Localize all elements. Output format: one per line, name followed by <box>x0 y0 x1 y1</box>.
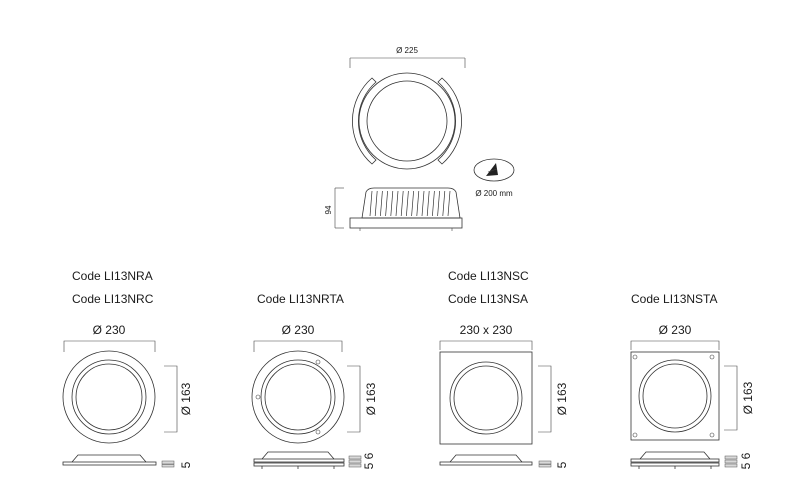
heatsink-fin <box>369 190 373 217</box>
variant-3-code-1: Code LI13NSC <box>448 269 529 283</box>
variant-4-height-label: Ø 163 <box>741 381 755 414</box>
heatsink-fin <box>380 190 383 217</box>
main-product-view: Ø 225 94 Ø 2 <box>324 46 515 231</box>
heatsink-fin <box>447 190 451 217</box>
top-plan-view <box>352 72 462 170</box>
top-height-dimension: 94 <box>324 187 344 229</box>
cutout-label: Ø 200 mm <box>475 189 513 198</box>
variant-4-depth-label-1: 6 <box>739 452 753 459</box>
heatsink-fin <box>385 190 388 217</box>
variant-1-depth-label: 5 <box>179 461 193 468</box>
cutout-icon: Ø 200 mm <box>473 158 515 198</box>
top-height-label: 94 <box>324 205 333 214</box>
top-diameter-dimension: Ø 225 <box>349 46 466 68</box>
variant-1-code-1: Code LI13NRA <box>72 269 153 283</box>
variant-4-depth-label-2: 5 <box>739 462 753 469</box>
variant-3-code-2: Code LI13NSA <box>448 292 528 306</box>
heatsink-fin <box>406 190 409 217</box>
heatsink-fin <box>374 190 378 217</box>
variant-1-height-label: Ø 163 <box>179 382 193 415</box>
heatsink-fin <box>437 190 440 217</box>
variant-square: Code LI13NSC Code LI13NSA 230 x 230 Ø 16… <box>439 269 569 468</box>
variant-round: Code LI13NRA Code LI13NRC Ø 230 Ø 163 5 <box>62 269 193 468</box>
variant-2-height-label: Ø 163 <box>364 382 378 415</box>
variant-round-screw: Code LI13NRTA Ø 230 Ø 163 6 5 <box>251 292 378 469</box>
variant-2-code-1: Code LI13NRTA <box>257 292 344 306</box>
heatsink-fin <box>411 190 414 217</box>
top-diameter-label: Ø 225 <box>396 46 418 55</box>
variant-3-height-label: Ø 163 <box>555 382 569 415</box>
top-side-view <box>349 187 463 231</box>
variant-2-depth-label-2: 5 <box>362 462 376 469</box>
variant-4-code-1: Code LI13NSTA <box>631 292 718 306</box>
heatsink-fin <box>390 190 394 217</box>
heatsink-fin <box>416 190 420 217</box>
heatsink-fin <box>421 190 425 217</box>
variant-4-width-label: Ø 230 <box>659 323 692 337</box>
variant-3-width-label: 230 x 230 <box>460 323 513 337</box>
variant-square-screw: Code LI13NSTA Ø 230 Ø 163 6 5 <box>630 292 755 469</box>
heatsink-fin <box>442 190 446 217</box>
variant-3-depth-label: 5 <box>555 461 569 468</box>
variant-2-depth-label-1: 6 <box>362 452 376 459</box>
heatsink-fin <box>400 190 404 217</box>
variant-2-width-label: Ø 230 <box>282 323 315 337</box>
heatsink-fin <box>395 190 399 217</box>
variant-1-width-label: Ø 230 <box>93 323 126 337</box>
heatsink-fin <box>432 190 435 217</box>
heatsink-fin <box>426 190 430 217</box>
variant-1-code-2: Code LI13NRC <box>72 292 154 306</box>
